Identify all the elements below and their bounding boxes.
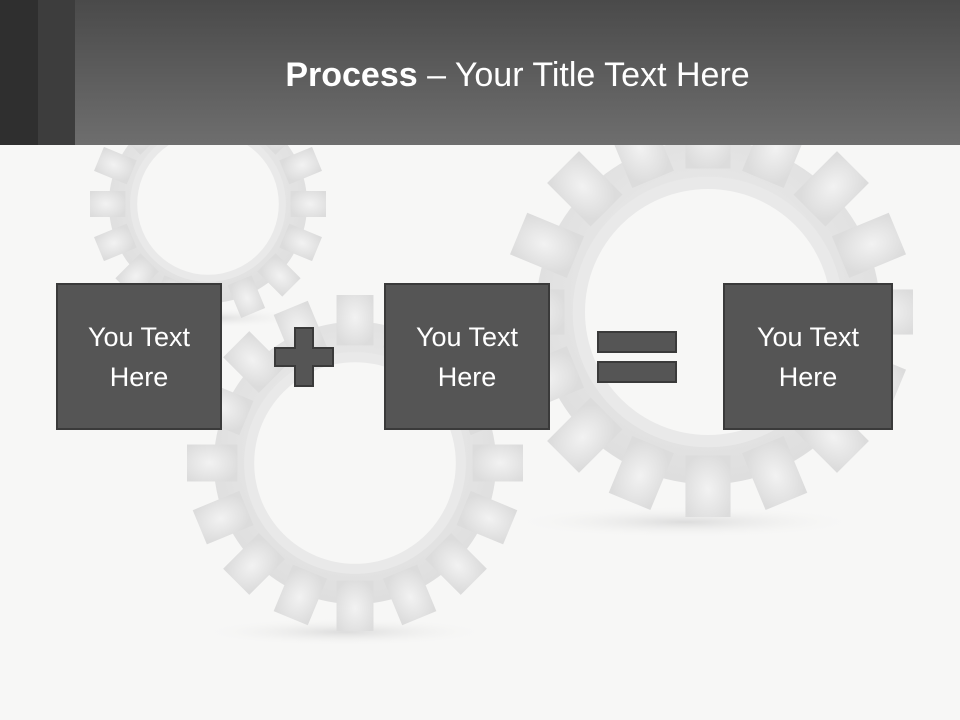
process-box-text: You Text Here xyxy=(756,321,860,392)
process-box-text: You Text Here xyxy=(415,321,519,392)
header-accent-stripe xyxy=(38,0,75,145)
title-strong: Process xyxy=(285,56,418,94)
process-box-text: You Text Here xyxy=(87,321,191,392)
plus-icon xyxy=(274,327,334,387)
process-box-2[interactable]: You Text Here xyxy=(384,283,550,430)
title-rest: – Your Title Text Here xyxy=(417,56,750,94)
process-box-1[interactable]: You Text Here xyxy=(56,283,222,430)
header-accent-stripe xyxy=(0,0,38,145)
slide-title: Process – Your Title Text Here xyxy=(75,52,960,98)
process-box-3[interactable]: You Text Here xyxy=(723,283,893,430)
equals-icon xyxy=(597,331,677,383)
header-bar: Process – Your Title Text Here xyxy=(0,0,960,145)
